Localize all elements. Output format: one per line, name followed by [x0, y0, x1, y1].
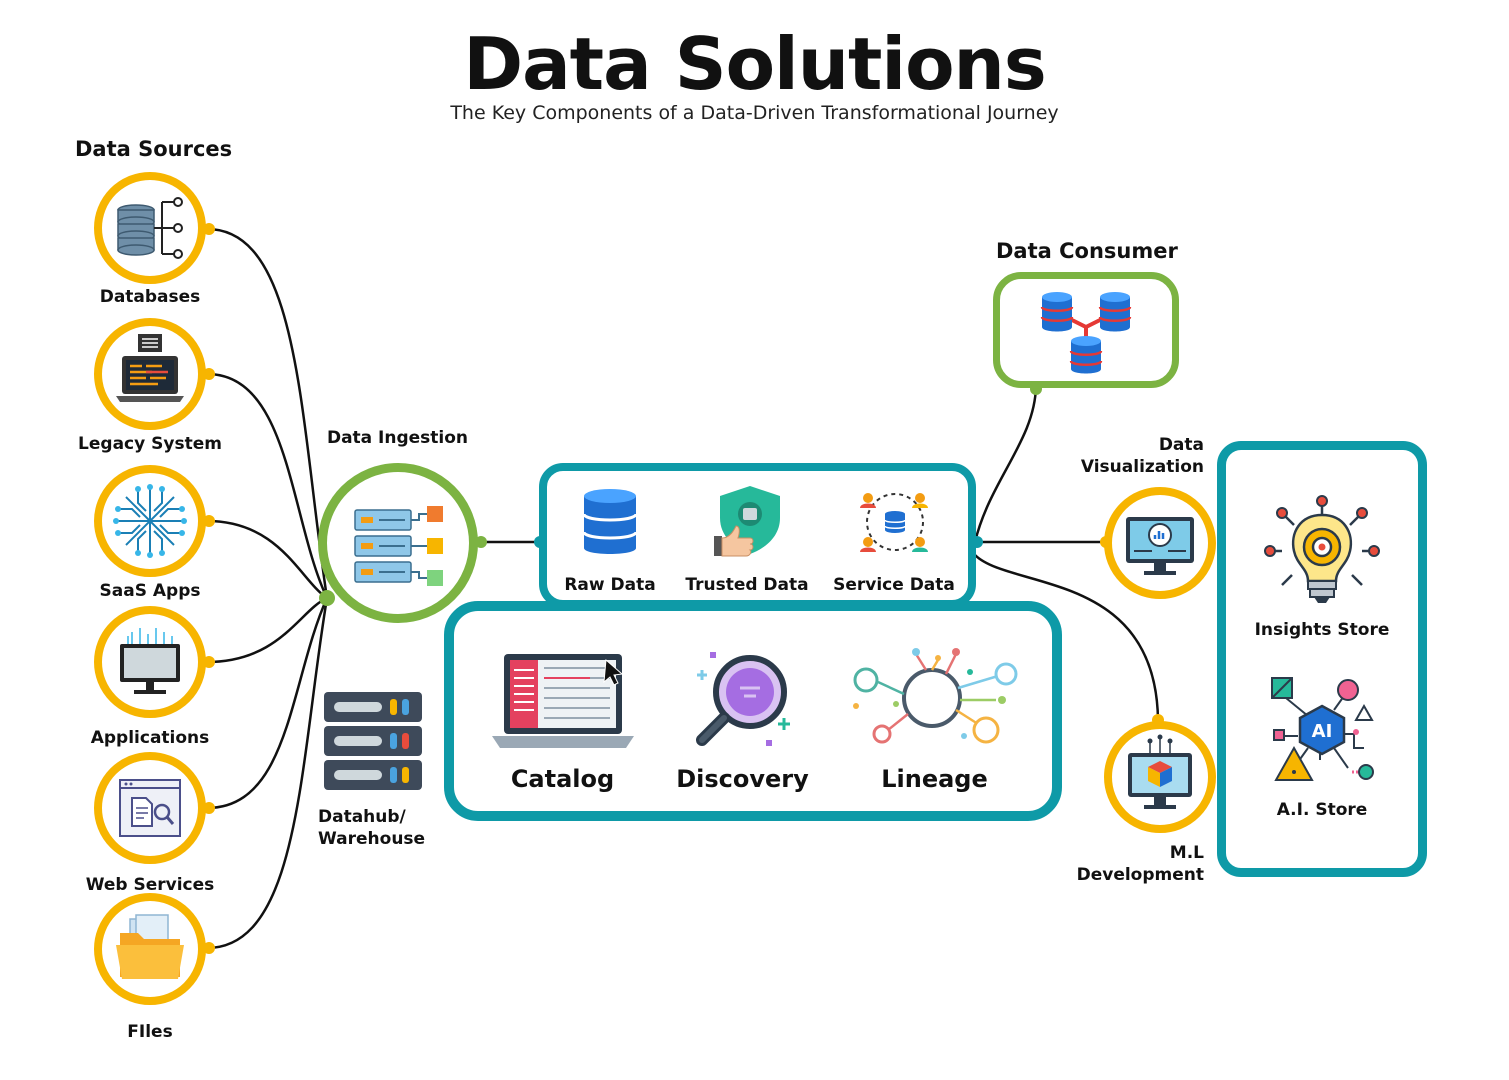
- databases-label: Databases: [99, 287, 201, 307]
- ml-development-node: [1104, 721, 1216, 833]
- page-title: Data Solutions: [463, 22, 1046, 106]
- legacy-system-label: Legacy System: [78, 434, 222, 454]
- connector-layers-consumer: [973, 385, 1038, 543]
- lineage-label: Lineage: [881, 765, 988, 793]
- server-rack-icon: [324, 692, 422, 790]
- data-ingestion-label: Data Ingestion: [326, 428, 469, 448]
- catalog-label: Catalog: [510, 765, 615, 793]
- applications-label: Applications: [90, 728, 210, 748]
- web-document-search-icon: [119, 779, 181, 837]
- folder-icon: [116, 914, 184, 979]
- web-services-node: [94, 752, 206, 864]
- legacy-terminal-icon: [116, 334, 184, 402]
- ai-store-label: A.I. Store: [1276, 800, 1368, 820]
- page-subtitle: The Key Components of a Data-Driven Tran…: [450, 102, 1059, 124]
- svg-text:AI: AI: [1312, 721, 1333, 742]
- data-visualization-label-line1: Data: [1158, 435, 1204, 455]
- cube-monitor-icon: [1128, 734, 1192, 809]
- shield-thumbs-up-icon: [714, 486, 780, 557]
- files-label: FIles: [127, 1022, 173, 1042]
- lineage-network-icon: [853, 648, 1018, 744]
- warehouse-label-line1: Datahub/: [318, 807, 406, 827]
- database-cylinder-icon: [582, 489, 638, 554]
- connector-legacy: [206, 372, 329, 599]
- trusted-data-label: Trusted Data: [685, 575, 809, 595]
- warehouse-label: Datahub/ Warehouse: [318, 806, 425, 850]
- monitor-icon: [120, 628, 180, 694]
- ml-development-label: M.L Development: [1040, 842, 1204, 886]
- database-network-icon: [117, 197, 183, 259]
- data-ingestion-node: [318, 463, 478, 623]
- data-consumer-box: [993, 272, 1179, 388]
- data-consumer-heading: Data Consumer: [996, 239, 1178, 263]
- data-visualization-node: [1104, 487, 1216, 599]
- insights-store-label: Insights Store: [1254, 620, 1390, 640]
- web-services-label: Web Services: [85, 875, 215, 895]
- ml-development-label-line2: Development: [1076, 865, 1204, 885]
- data-visualization-label: Data Visualization: [1040, 434, 1204, 478]
- dashboard-monitor-icon: [1126, 517, 1194, 575]
- saas-apps-node: [94, 465, 206, 577]
- magnifier-icon: [696, 652, 790, 746]
- applications-node: [94, 606, 206, 718]
- lightbulb-gear-icon: [1264, 495, 1380, 603]
- circuit-icon: [113, 484, 187, 558]
- saas-apps-label: SaaS Apps: [99, 581, 201, 601]
- data-sources-heading: Data Sources: [75, 137, 233, 161]
- connector-files: [206, 597, 329, 950]
- connector-layers-ml: [974, 554, 1160, 721]
- raw-data-label: Raw Data: [564, 575, 656, 595]
- legacy-system-node: [94, 318, 206, 430]
- discovery-label: Discovery: [676, 765, 809, 793]
- connector-webservices: [206, 597, 329, 810]
- ml-development-label-line1: M.L: [1169, 843, 1204, 863]
- service-data-label: Service Data: [833, 575, 955, 595]
- data-visualization-label-line2: Visualization: [1080, 457, 1204, 477]
- connector-databases: [206, 227, 329, 599]
- connector-applications: [206, 596, 328, 664]
- connector-saas: [206, 519, 328, 600]
- laptop-catalog-icon: [492, 654, 634, 748]
- files-node: [94, 893, 206, 1005]
- databases-merge-icon: [1040, 292, 1132, 374]
- server-stack-icon: [354, 506, 443, 586]
- ai-chip-icon: AI: [1271, 677, 1374, 781]
- users-database-icon: [860, 493, 928, 552]
- warehouse-label-line2: Warehouse: [318, 829, 426, 849]
- databases-node: [94, 172, 206, 284]
